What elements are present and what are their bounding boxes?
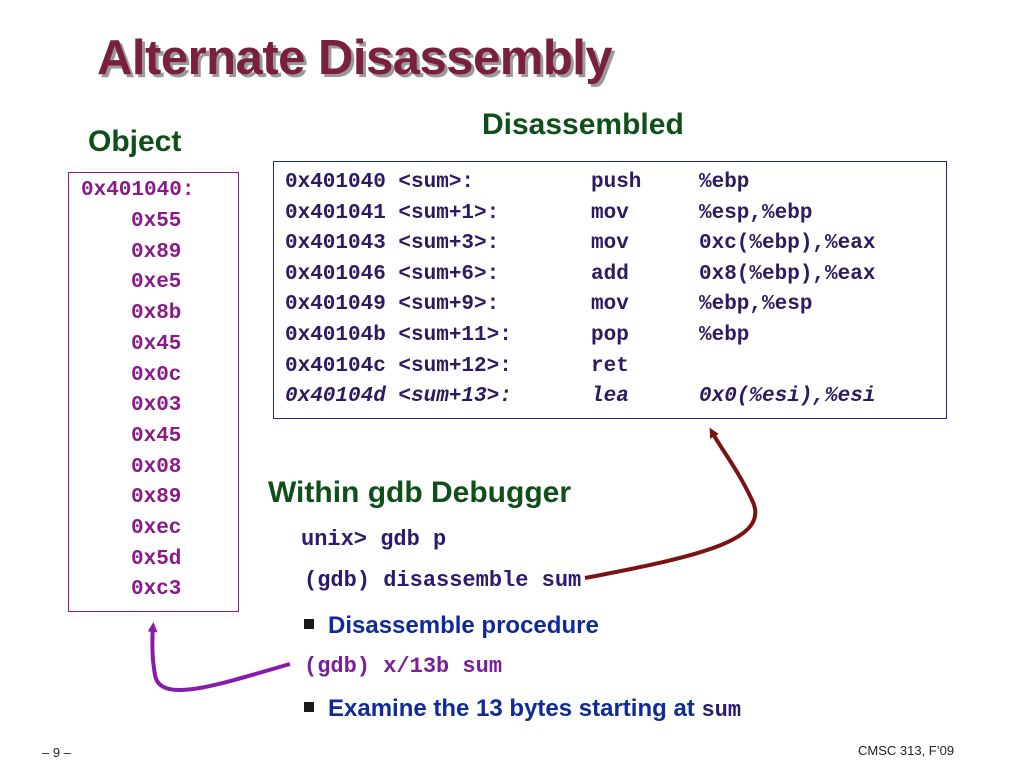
instruction-address: 0x40104b <sum+11>: <box>285 324 512 347</box>
bullet-examine: Examine the 13 bytes starting at sum <box>304 695 741 723</box>
object-byte: 0x8b <box>131 302 182 326</box>
bullet-square-icon <box>304 618 314 629</box>
gdb-command-disassemble: (gdb) disassemble sum <box>304 568 582 593</box>
object-byte: 0xe5 <box>131 271 182 295</box>
instruction-operands: %ebp <box>699 324 750 347</box>
instruction-opcode: add <box>591 262 629 286</box>
object-byte: 0x08 <box>131 455 182 479</box>
slide-title: Alternate Disassembly <box>97 31 613 85</box>
disassembly-box: 0x401040 <sum>: push %ebp 0x401041 <sum+1>:… <box>273 161 947 419</box>
object-heading: Object <box>88 125 182 158</box>
object-byte: 0x5d <box>131 547 182 571</box>
gdb-heading: Within gdb Debugger <box>268 476 572 509</box>
bullet-square-icon <box>304 701 314 712</box>
gdb-command-examine: (gdb) x/13b sum <box>304 654 503 679</box>
instruction-opcode: mov <box>591 232 629 256</box>
disassembled-heading: Disassembled <box>482 108 684 141</box>
object-byte: 0x89 <box>131 240 182 264</box>
bullet-disassemble-text: Disassemble procedure <box>328 612 599 639</box>
instruction-address: 0x401041 <sum+1>: <box>285 201 500 225</box>
instruction-opcode: ret <box>591 354 629 378</box>
instruction-operands: %ebp,%esp <box>699 293 813 317</box>
instruction-operands: 0xc(%ebp),%eax <box>699 232 876 256</box>
instruction-opcode: mov <box>591 293 629 317</box>
instruction-operands: %ebp <box>699 171 750 194</box>
object-byte: 0x45 <box>131 424 182 448</box>
instruction-address: 0x40104c <sum+12>: <box>285 354 512 378</box>
object-byte: 0xec <box>131 517 182 540</box>
bullet-examine-text: Examine the 13 bytes starting at <box>328 695 702 722</box>
object-byte: 0x55 <box>131 210 182 233</box>
instruction-address: 0x401040 <sum>: <box>285 171 475 194</box>
instruction-opcode: lea <box>591 385 629 409</box>
instruction-operands: 0x0(%esi),%esi <box>699 385 876 409</box>
object-byte: 0x03 <box>131 394 182 418</box>
object-byte: 0x0c <box>131 363 182 387</box>
page-number: – 9 – <box>42 745 71 760</box>
gdb-command-start: unix> gdb p <box>301 527 447 552</box>
object-bytes-box: 0x401040: 0x55 0x89 0xe5 0x8b 0x45 0x0c 0x03 0x… <box>68 172 239 612</box>
instruction-address: 0x401043 <sum+3>: <box>285 232 500 256</box>
course-label: CMSC 313, F’09 <box>858 743 955 758</box>
object-address: 0x401040: <box>81 179 195 202</box>
instruction-address: 0x401049 <sum+9>: <box>285 293 500 317</box>
arrow-disassemble-to-box <box>584 427 758 580</box>
arrow-examine-to-object <box>147 622 291 692</box>
bullet-disassemble: Disassemble procedure <box>304 612 599 640</box>
instruction-operands: %esp,%ebp <box>699 201 813 225</box>
instruction-opcode: push <box>591 171 642 194</box>
instruction-operands: 0x8(%ebp),%eax <box>699 262 876 286</box>
object-byte: 0xc3 <box>131 578 182 602</box>
bullet-examine-code: sum <box>701 698 742 723</box>
object-byte: 0x45 <box>131 332 182 356</box>
instruction-opcode: mov <box>591 201 629 225</box>
instruction-address: 0x40104d <sum+13>: <box>285 385 512 409</box>
object-byte: 0x89 <box>131 486 182 510</box>
instruction-opcode: pop <box>591 324 629 347</box>
instruction-address: 0x401046 <sum+6>: <box>285 262 500 286</box>
